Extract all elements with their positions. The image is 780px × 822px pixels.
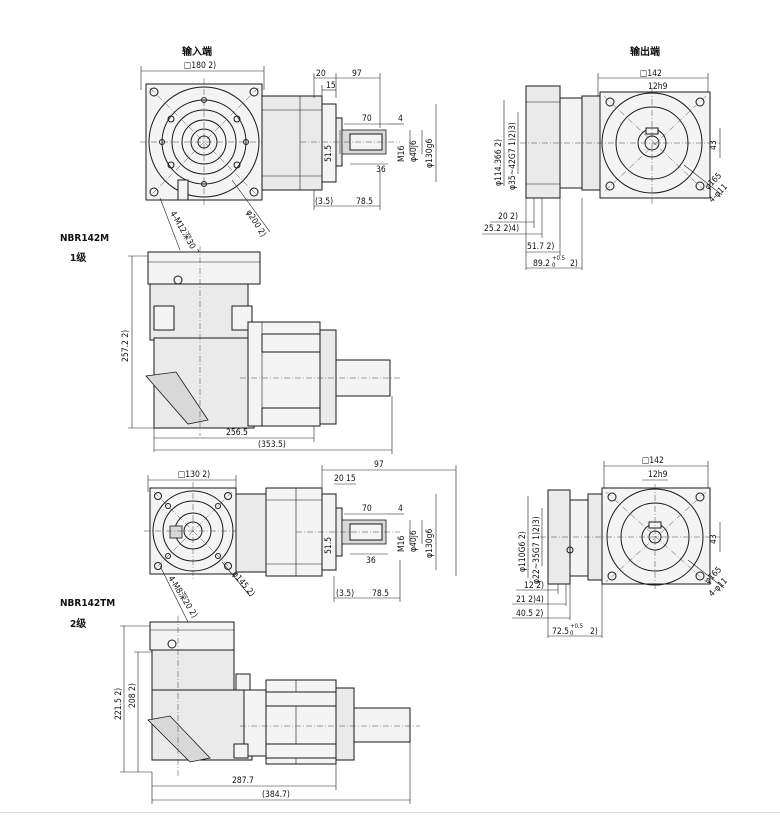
- output-end-front-view: □142 12h9 φ114.366 2) φ35~42G7 1)2)3) 43: [482, 69, 730, 270]
- dim-15: 15: [326, 81, 336, 91]
- out-dim-89-2: 89.2: [533, 259, 550, 269]
- footer-divider: [0, 812, 780, 813]
- input-end-title: 输入端: [182, 45, 212, 58]
- dim-208: 208 2): [128, 683, 138, 708]
- out-dim-72-5: 72.5: [552, 627, 569, 637]
- bottom-section: NBR142TM 2级 □130 2) 4-M8深20 2) φ145 2): [60, 456, 730, 804]
- input-end-front-view: □180 2) 4-M12深30 2) φ200 2): [140, 61, 437, 260]
- out-dim-square-142-2: □142: [642, 456, 664, 466]
- dim-78-5: 78.5: [356, 197, 373, 207]
- out-tol-lower: 0: [552, 262, 556, 269]
- dim-phi-145: φ145 2): [230, 570, 257, 599]
- dim-256-5: 256.5: [226, 428, 248, 438]
- dim-phi-130g6-2: φ130g6: [425, 529, 435, 558]
- dim-20: 20: [316, 69, 326, 79]
- dim-51-5: 51.5: [324, 145, 334, 162]
- screw-callout-2: 4-M8深20 2): [165, 574, 199, 620]
- output-end-front-view-2: □142 12h9 φ110G6 2) φ22~35G7 1)2)3) 43 φ…: [512, 456, 730, 638]
- dim-36: 36: [376, 165, 386, 175]
- out-key-12h9-2: 12h9: [648, 470, 668, 480]
- out-dim-12: 12 2): [524, 581, 544, 591]
- model-label: NBR142M: [60, 233, 109, 244]
- out-dim-phi-22-35: φ22~35G7 1)2)3): [532, 516, 542, 584]
- dim-phi-40j6: φ40j6: [409, 140, 419, 162]
- side-view-bottom: 221.5 2) 208 2) 287.7 (384.7): [114, 616, 420, 804]
- out-dim-89-2-note: 2): [570, 259, 578, 269]
- out-dim-phi-110: φ110G6 2): [518, 531, 528, 572]
- dim-70-2: 70: [362, 504, 372, 514]
- out-dim-20: 20 2): [498, 212, 518, 222]
- out-dim-phi-35-42: φ35~42G7 1)2)3): [508, 122, 518, 190]
- dim-257-2: 257.2 2): [121, 330, 131, 362]
- out-dim-25-2: 25.2 2)4): [484, 224, 519, 234]
- dim-3-5-2: (3.5): [336, 589, 354, 599]
- dim-square-130: □130 2): [178, 470, 210, 480]
- out-dim-51-7: 51.7 2): [527, 242, 554, 252]
- out-tol-upper: +0.5: [552, 255, 565, 262]
- dim-4-2: 4: [398, 504, 403, 514]
- dim-3-5: (3.5): [315, 197, 333, 207]
- dim-353-5: (353.5): [258, 440, 286, 450]
- stage-label-2: 2级: [70, 617, 87, 630]
- dim-phi-40j6-2: φ40j6: [409, 530, 419, 552]
- output-end-title: 输出端: [630, 45, 660, 58]
- out-key-12h9: 12h9: [648, 82, 668, 92]
- out-tol-lower-2: 0: [570, 630, 574, 637]
- stage-label: 1级: [70, 251, 87, 264]
- side-view-top: 257.2 2) 256.5 (353.5): [121, 246, 400, 454]
- dim-97: 97: [352, 69, 362, 79]
- dim-384-7: (384.7): [262, 790, 290, 800]
- dim-221-5: 221.5 2): [114, 688, 124, 720]
- dim-15-2: 15: [346, 474, 356, 484]
- dim-m16-2: M16: [397, 536, 407, 552]
- model-label-2: NBR142TM: [60, 598, 115, 609]
- dim-4: 4: [398, 114, 403, 124]
- dim-78-5-2: 78.5: [372, 589, 389, 599]
- out-dim-43-2: 43: [709, 534, 719, 544]
- input-end-front-view-2: □130 2) 4-M8深20 2) φ145 2): [144, 460, 457, 627]
- dim-phi-130g6: φ130g6: [425, 139, 435, 168]
- out-dim-40-5: 40.5 2): [516, 609, 543, 619]
- top-section: 输入端 输出端 NBR142M 1级 □180 2): [60, 45, 730, 454]
- dim-70: 70: [362, 114, 372, 124]
- out-dim-square-142: □142: [640, 69, 662, 79]
- dim-20-2: 20: [334, 474, 344, 484]
- out-dim-72-5-note: 2): [590, 627, 598, 637]
- dim-m16: M16: [397, 146, 407, 162]
- out-dim-21: 21 2)4): [516, 595, 544, 605]
- out-tol-upper-2: +0.5: [570, 623, 583, 630]
- dim-square-180: □180 2): [184, 61, 216, 71]
- dim-97-2: 97: [374, 460, 384, 470]
- dim-287-7: 287.7: [232, 776, 254, 786]
- out-dim-43: 43: [709, 140, 719, 150]
- dim-36-2: 36: [366, 556, 376, 566]
- dim-51-5-2: 51.5: [324, 537, 334, 554]
- out-dim-phi-114: φ114.366 2): [494, 139, 504, 186]
